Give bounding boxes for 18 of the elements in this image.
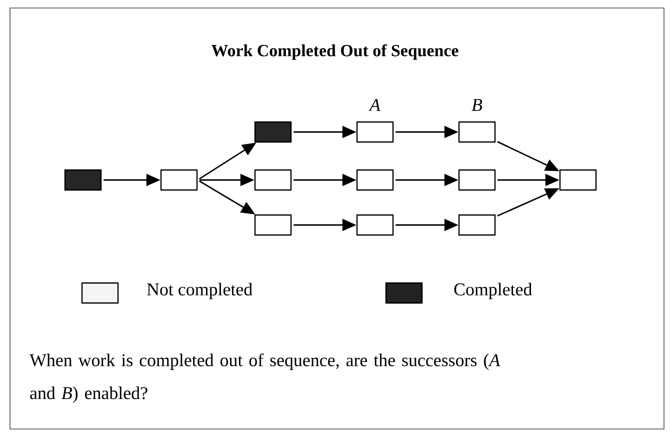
task-box [356, 169, 394, 191]
question-text: When work is completed out of sequence, are the successors (A and B) enabled? [30, 354, 500, 403]
title: Work Completed Out of Sequence [212, 44, 458, 60]
task-box [356, 214, 394, 236]
task-box [64, 169, 102, 191]
task-label: A [368, 99, 381, 111]
task-box [254, 121, 292, 143]
task-box [254, 169, 292, 191]
task-box [458, 121, 496, 143]
task-box [254, 214, 292, 236]
task-label: B [472, 99, 482, 111]
task-box [458, 169, 496, 191]
legend-label: Not completed [147, 282, 252, 300]
task-box [356, 121, 394, 143]
legend-label: Completed [454, 282, 532, 300]
task-box [559, 169, 597, 191]
task-box [458, 214, 496, 236]
task-box [160, 169, 198, 191]
